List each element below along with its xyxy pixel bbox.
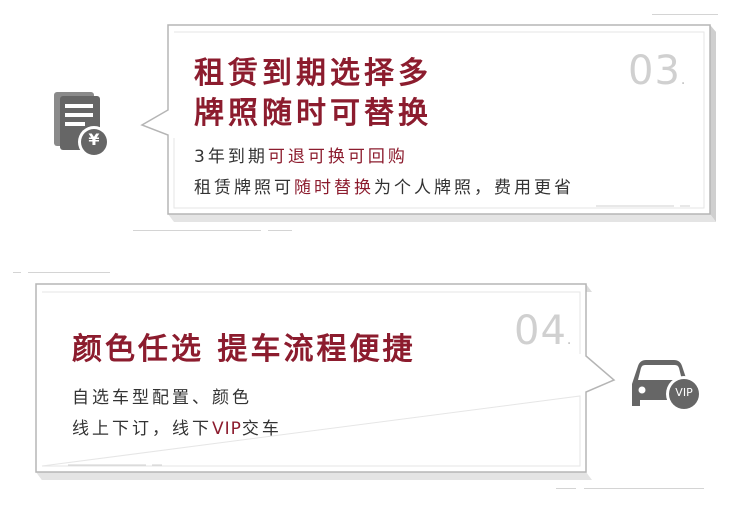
deco-line bbox=[584, 488, 704, 489]
deco-line bbox=[652, 14, 718, 15]
car-vip-icon: VIP bbox=[628, 356, 708, 416]
text-normal: 租赁牌照可 bbox=[194, 178, 294, 198]
number-suffix: . bbox=[680, 72, 687, 88]
deco-line bbox=[28, 272, 110, 273]
text-highlight: 可退可换可回购 bbox=[267, 147, 408, 167]
number-suffix: . bbox=[566, 332, 573, 348]
text-normal: 交车 bbox=[241, 419, 282, 439]
yen-symbol: ¥ bbox=[88, 130, 100, 149]
vip-badge-text: VIP bbox=[675, 386, 693, 399]
card-04-text-line1: 自选车型配置、颜色 bbox=[72, 388, 252, 408]
deco-line bbox=[556, 488, 576, 489]
text-highlight: VIP bbox=[212, 419, 242, 439]
card-03-number: 03. bbox=[628, 48, 686, 94]
receipt-yen-icon: ¥ bbox=[50, 92, 114, 162]
card-03-title-line1: 租赁到期选择多 bbox=[194, 56, 432, 91]
card-03-text-line2: 租赁牌照可随时替换为个人牌照，费用更省 bbox=[194, 176, 574, 200]
text-normal: 为个人牌照，费用更省 bbox=[374, 178, 574, 198]
card-03-title-line2: 牌照随时可替换 bbox=[194, 96, 432, 131]
card-04-text-line2: 线上下订，线下VIP交车 bbox=[72, 417, 282, 441]
deco-line bbox=[133, 230, 261, 231]
number-text: 04 bbox=[514, 308, 567, 354]
card-04-title: 颜色任选 提车流程便捷 bbox=[72, 332, 416, 367]
card-03-text-line1: 3年到期可退可换可回购 bbox=[194, 145, 408, 169]
number-text: 03 bbox=[628, 48, 681, 94]
deco-line bbox=[13, 272, 21, 273]
text-normal: 3年到期 bbox=[194, 147, 268, 167]
card-04-number: 04. bbox=[514, 308, 572, 354]
deco-line bbox=[268, 230, 292, 231]
text-highlight: 随时替换 bbox=[294, 178, 374, 198]
text-normal: 线上下订，线下 bbox=[72, 419, 212, 439]
